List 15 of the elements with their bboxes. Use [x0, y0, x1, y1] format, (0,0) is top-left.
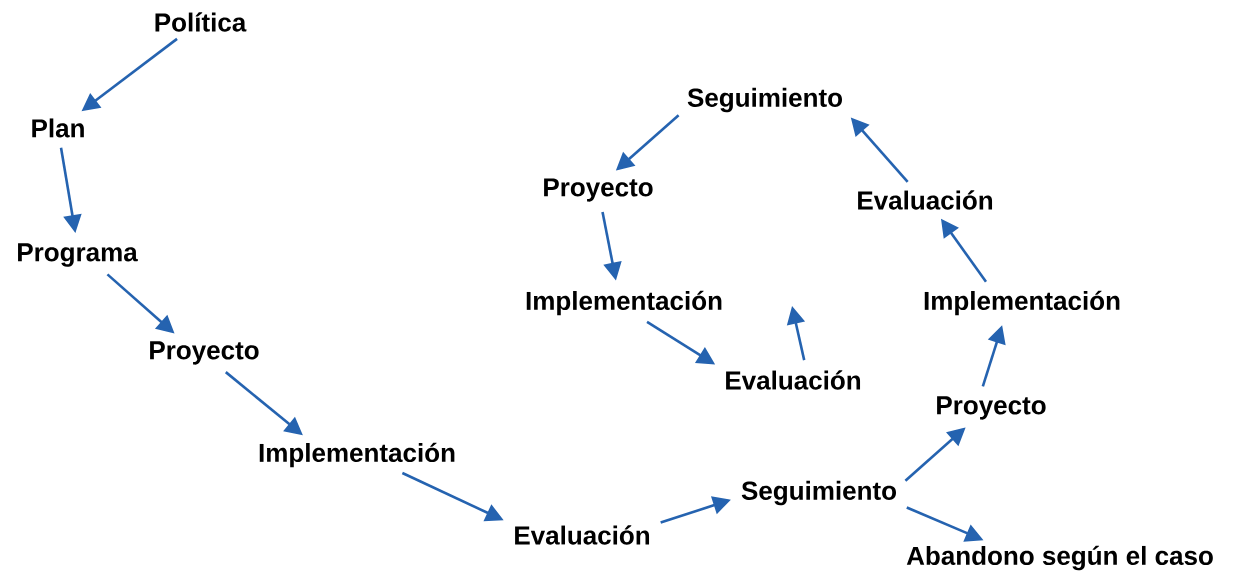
stage-label: Plan	[32, 118, 84, 138]
stage-label: Evaluación	[515, 525, 650, 545]
stage-label: Política	[155, 12, 247, 32]
stage-label: Evaluación	[858, 190, 993, 210]
stage-label: Implementación	[924, 290, 1120, 316]
stage-label: Seguimiento	[687, 87, 842, 113]
stage-label: Proyecto	[937, 396, 1046, 420]
stage-label: Proyecto	[150, 341, 259, 365]
stage-label: Implementación	[526, 290, 722, 316]
stage-label: Implementación	[259, 442, 455, 468]
stage-label: Programa	[18, 243, 138, 267]
stage-label: Seguimiento	[741, 480, 896, 506]
stage-label: Abandono según el caso	[906, 545, 1213, 571]
stage-label: Evaluación	[726, 370, 861, 390]
stage-label: Proyecto	[544, 178, 653, 202]
